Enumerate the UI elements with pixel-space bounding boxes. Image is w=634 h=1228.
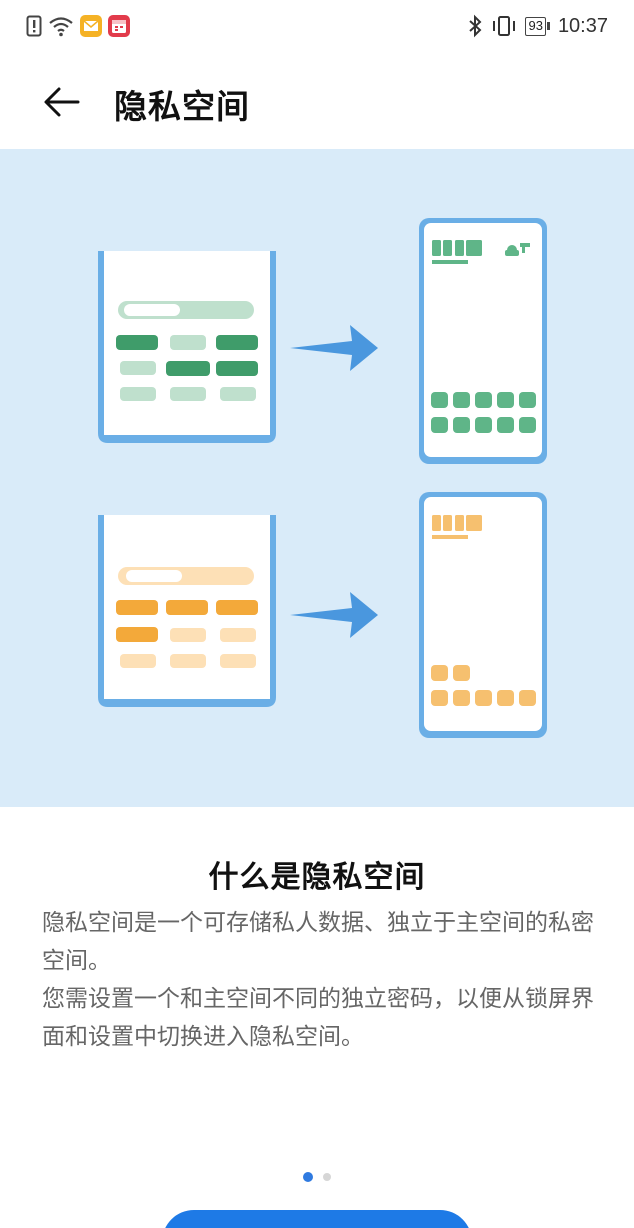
main-space-phone [419,218,547,464]
bluetooth-icon [469,14,482,38]
page-title: 隐私空间 [114,87,250,126]
page-indicator [0,1172,634,1182]
page-dot-active [303,1172,313,1182]
description-paragraph: 您需设置一个和主空间不同的独立密码，以便从锁屏界面和设置中切换进入隐私空间。 [42,986,594,1050]
main-space-app-list [98,251,276,443]
illustration-graphic [98,218,547,738]
alert-icon [26,15,42,37]
battery-icon: 93 [525,16,550,36]
calendar-notification-icon [108,15,130,37]
primary-action-button[interactable] [162,1210,472,1228]
status-bar: 93 10:37 [0,0,634,52]
page-dot [323,1173,331,1181]
status-right-icons: 93 10:37 [467,12,608,40]
feature-title: 什么是隐私空间 [208,860,426,895]
feature-description: 隐私空间是一个可存储私人数据、独立于主空间的私密空间。 您需设置一个和主空间不同… [42,904,594,1056]
back-arrow-icon [44,87,80,117]
private-space-app-list [98,515,276,707]
description-paragraph: 隐私空间是一个可存储私人数据、独立于主空间的私密空间。 [42,910,594,974]
mail-notification-icon [80,15,102,37]
wifi-icon [49,17,73,37]
status-time: 10:37 [557,14,608,37]
illustration [0,149,634,807]
status-left-icons [26,13,130,39]
arrow-icon [290,592,378,638]
arrow-icon [290,325,378,371]
back-button[interactable] [36,76,88,128]
app-header: 隐私空间 [0,62,634,142]
battery-level: 93 [525,16,546,36]
vibrate-icon [493,16,516,36]
private-space-phone [419,492,547,738]
